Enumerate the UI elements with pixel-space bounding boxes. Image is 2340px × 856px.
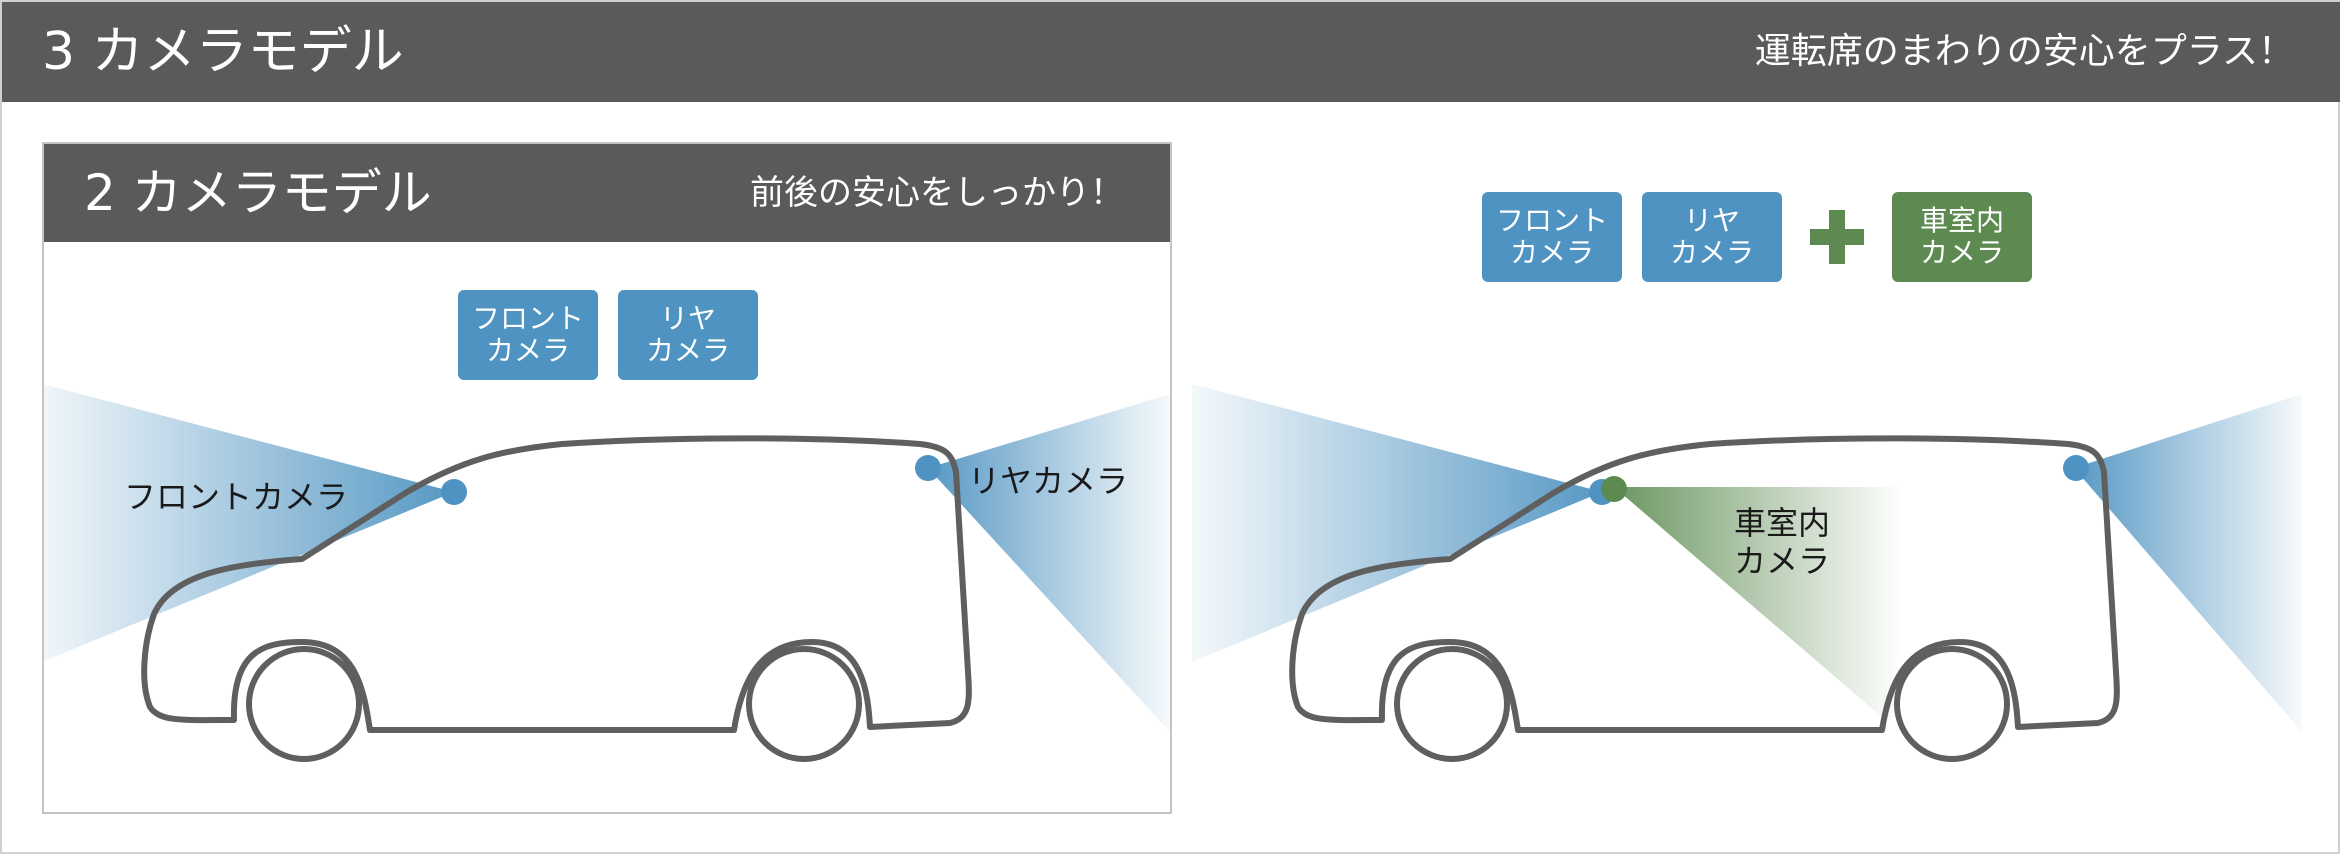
top-header-bar: 3 カメラモデル 運転席のまわりの安心をプラス！ bbox=[2, 2, 2340, 102]
three-camera-diagram bbox=[1192, 384, 2302, 762]
interior-camera-dot bbox=[1601, 476, 1627, 502]
front-wheel-icon bbox=[246, 646, 362, 762]
badge-rear-camera-3: リヤ カメラ bbox=[1642, 192, 1782, 282]
rear-camera-coverage bbox=[928, 394, 1170, 732]
interior-camera-label: 車室内 カメラ bbox=[1734, 504, 1831, 580]
front-camera-coverage bbox=[44, 384, 454, 662]
two-camera-panel-title: 2 カメラモデル bbox=[84, 164, 432, 222]
badge-interior-camera: 車室内 カメラ bbox=[1892, 192, 2032, 282]
rear-wheel-icon-3 bbox=[1894, 646, 2010, 762]
rear-wheel-icon bbox=[746, 646, 862, 762]
badge-front-camera: フロント カメラ bbox=[458, 290, 598, 380]
front-camera-label: フロントカメラ bbox=[124, 478, 349, 516]
rear-camera-dot-3 bbox=[2063, 455, 2089, 481]
two-camera-diagram bbox=[44, 384, 1170, 762]
front-camera-coverage-3 bbox=[1192, 384, 1602, 662]
front-camera-dot bbox=[441, 479, 467, 505]
plus-icon bbox=[1810, 210, 1864, 264]
rear-camera-label: リヤカメラ bbox=[968, 462, 1129, 500]
two-camera-panel-tagline: 前後の安心をしっかり！ bbox=[750, 173, 1124, 213]
badge-front-camera-3: フロント カメラ bbox=[1482, 192, 1622, 282]
front-wheel-icon-3 bbox=[1394, 646, 1510, 762]
badge-rear-camera: リヤ カメラ bbox=[618, 290, 758, 380]
page-tagline: 運転席のまわりの安心をプラス！ bbox=[1754, 31, 2294, 72]
two-camera-panel-header: 2 カメラモデル 前後の安心をしっかり！ bbox=[44, 144, 1170, 242]
interior-camera-coverage bbox=[1614, 487, 1902, 717]
rear-camera-dot bbox=[915, 455, 941, 481]
page-title: 3 カメラモデル bbox=[42, 22, 404, 82]
rear-camera-coverage-3 bbox=[2074, 394, 2302, 732]
